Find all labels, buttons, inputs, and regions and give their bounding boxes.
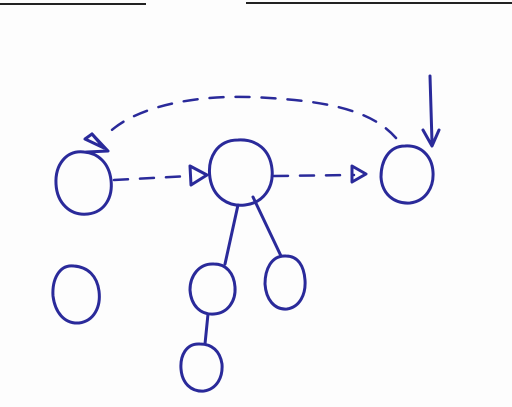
edge-child-left-to-grandchild (203, 312, 210, 346)
arrowhead-root-in (188, 164, 209, 187)
edge-right-to-left-top-curve (102, 95, 398, 140)
incoming-arrow-shaft (428, 74, 434, 144)
node-grandchild (179, 342, 224, 393)
edge-root-to-child-right (251, 195, 283, 258)
edge-left-top-to-root (112, 174, 192, 182)
node-child-left (188, 262, 237, 316)
arrowhead-left-top-in-tip (85, 132, 110, 154)
edge-root-to-right (272, 173, 356, 178)
node-root (207, 138, 274, 207)
node-left-bottom (51, 264, 101, 325)
edge-root-to-child-left (223, 203, 240, 266)
node-right (379, 144, 435, 205)
incoming-arrow-head (421, 128, 441, 148)
node-child-right (263, 254, 307, 311)
node-left-top (54, 150, 113, 216)
arrowhead-right-in (350, 164, 368, 184)
